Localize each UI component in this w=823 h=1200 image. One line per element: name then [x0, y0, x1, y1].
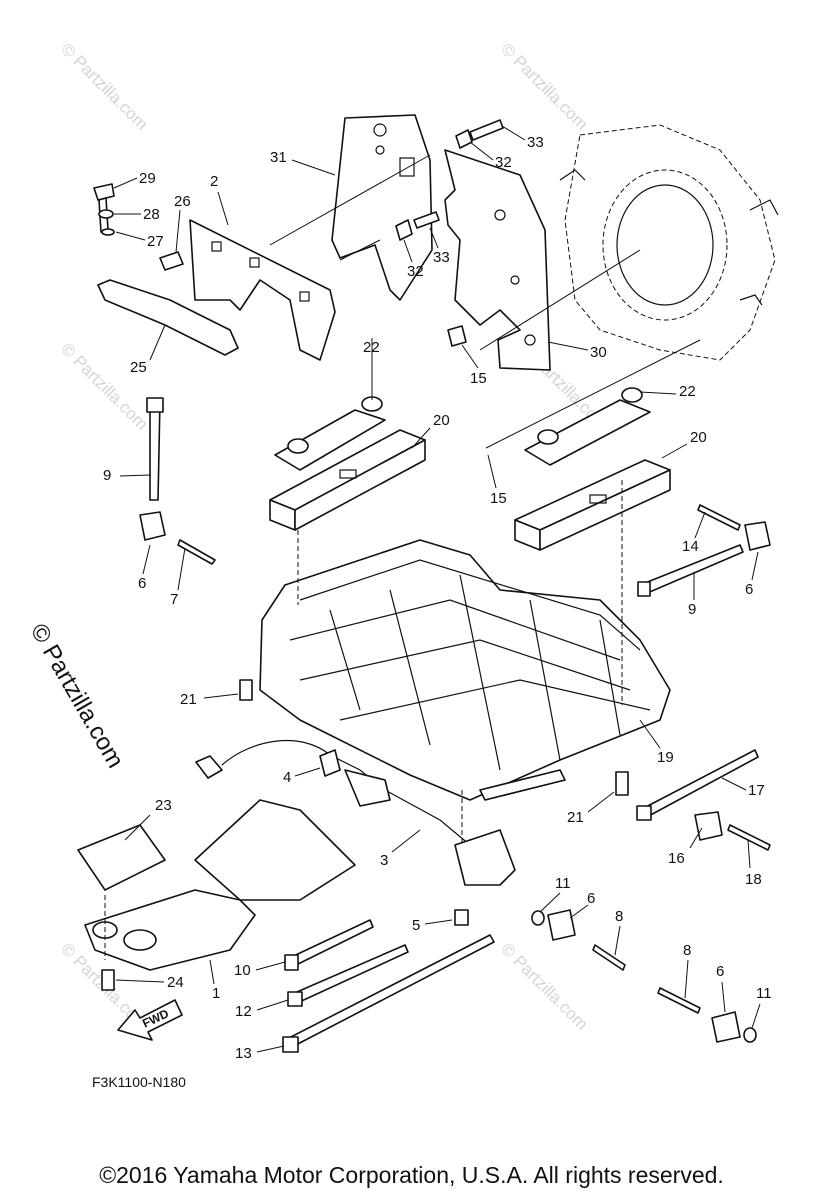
callout-label: 23 [155, 797, 172, 814]
part-21-bolts [239, 679, 629, 796]
callout-label: 9 [688, 601, 696, 618]
callout-label: 2 [210, 173, 218, 190]
callout-label: 5 [412, 917, 420, 934]
callout-label: 9 [103, 467, 111, 484]
part-25-strap [97, 279, 239, 356]
callout-label: 32 [407, 263, 424, 280]
part-3-sensor [195, 739, 516, 886]
part-31-plate [331, 114, 433, 301]
mount-right [514, 387, 671, 551]
part-19-engine-bed [259, 539, 671, 801]
callout-label: 33 [527, 134, 544, 151]
callout-label: 32 [495, 154, 512, 171]
callout-label: 24 [167, 974, 184, 991]
callout-label: 15 [470, 370, 487, 387]
watermark-text: © Partzilla.com [497, 39, 591, 133]
engine-block [559, 124, 779, 361]
diagram-code: F3K1100-N180 [92, 1074, 186, 1090]
part-30-plate [444, 149, 551, 371]
fasteners-plate [395, 119, 504, 347]
part-2-bracket [189, 219, 336, 361]
cable-ties [146, 397, 759, 1053]
callout-label: 21 [567, 809, 584, 826]
callout-label: 14 [682, 538, 699, 555]
callout-label: 22 [363, 339, 380, 356]
copyright-notice: ©2016 Yamaha Motor Corporation, U.S.A. A… [99, 1162, 724, 1188]
callout-label: 20 [690, 429, 707, 446]
clamps-rivets [139, 504, 771, 1043]
callout-label: 30 [590, 344, 607, 361]
watermark-text: © Partzilla.com [497, 939, 591, 1033]
callout-label: 27 [147, 233, 164, 250]
callout-label: 26 [174, 193, 191, 210]
callout-label: 6 [587, 890, 595, 907]
callout-label: 33 [433, 249, 450, 266]
callout-label: 13 [235, 1045, 252, 1062]
watermark-text: © Partzilla.com [57, 39, 151, 133]
callout-label: 8 [683, 942, 691, 959]
callout-label: 6 [745, 581, 753, 598]
callout-label: 20 [433, 412, 450, 429]
callout-label: 22 [679, 383, 696, 400]
callout-label: 6 [138, 575, 146, 592]
callout-label: 6 [716, 963, 724, 980]
callout-label: 7 [170, 591, 178, 608]
callout-label: 11 [756, 985, 772, 1002]
callout-label: 16 [668, 850, 685, 867]
watermark-text: © Partzilla.com [57, 339, 151, 433]
callout-label: 15 [490, 490, 507, 507]
callout-label: 19 [657, 749, 674, 766]
callout-label: 18 [745, 871, 762, 888]
callout-label: 17 [748, 782, 765, 799]
callout-label: 1 [212, 985, 220, 1002]
mount-left [269, 396, 426, 531]
fasteners-upper-left [93, 183, 184, 271]
callout-label: 25 [130, 359, 147, 376]
callout-label: 29 [139, 170, 156, 187]
callout-label: 12 [235, 1003, 252, 1020]
alignment-lines [104, 154, 701, 960]
callout-label: 8 [615, 908, 623, 925]
part-1-bracket [77, 799, 356, 991]
callout-label: 10 [234, 962, 251, 979]
callouts: 1 2 3 4 5 6 6 6 6 7 8 8 9 9 10 11 11 12 [103, 125, 772, 1062]
callout-label: 11 [555, 875, 571, 892]
callout-label: 28 [143, 206, 160, 223]
callout-label: 4 [283, 769, 291, 786]
callout-label: 3 [380, 852, 388, 869]
callout-label: 31 [270, 149, 287, 166]
callout-label: 21 [180, 691, 197, 708]
